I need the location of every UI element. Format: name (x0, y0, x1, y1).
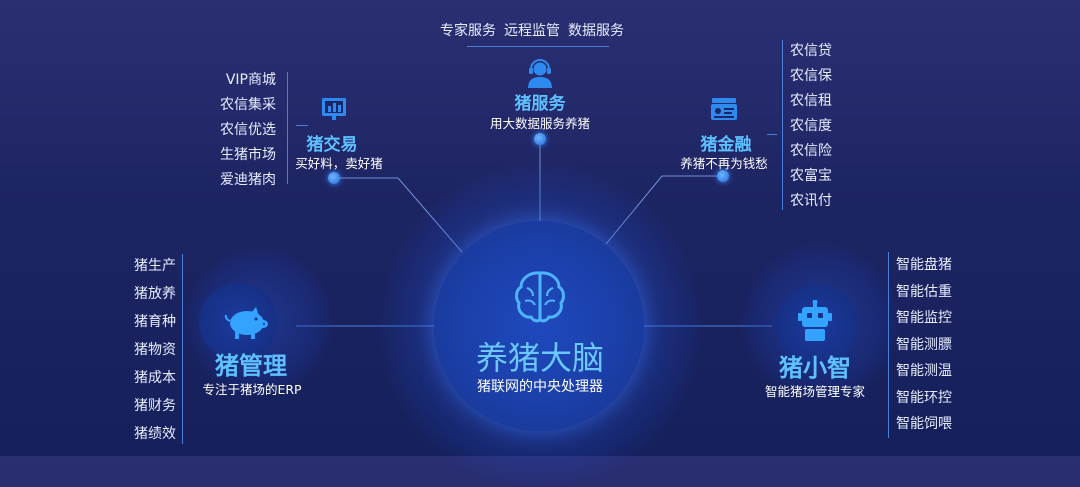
headset-user-icon (528, 59, 552, 88)
id-card-icon (711, 98, 737, 120)
manage-subtitle: 专注于猪场的ERP (202, 382, 302, 397)
finance-item: 农信贷 (790, 43, 832, 59)
manage-item: 猪放养 (134, 286, 176, 302)
smart-list: 智能盘猪 智能估重 智能监控 智能测膘 智能测温 智能环控 智能饲喂 (896, 252, 976, 438)
finance-item: 农讯付 (790, 193, 832, 209)
smart-subtitle: 智能猪场管理专家 (764, 384, 865, 399)
manage-item: 猪物资 (134, 342, 176, 358)
smart-item: 智能饲喂 (896, 416, 952, 432)
top-underline (467, 46, 609, 47)
finance-subtitle: 养猪不再为钱愁 (680, 156, 768, 171)
smart-title: 猪小智 (779, 354, 851, 382)
manage-title: 猪管理 (215, 352, 287, 380)
brain-ring (434, 221, 644, 431)
top-service-item: 专家服务 (440, 23, 496, 39)
trade-title: 猪交易 (306, 135, 358, 155)
service-subtitle: 用大数据服务养猪 (489, 116, 590, 131)
finance-node-dot (717, 170, 729, 182)
smart-item: 智能盘猪 (896, 257, 952, 273)
smart-item: 智能估重 (896, 283, 952, 300)
robot-icon (798, 300, 832, 341)
finance-title-tick (767, 134, 777, 135)
finance-list: 农信贷 农信保 农信租 农信度 农信险 农富宝 农讯付 (790, 39, 850, 214)
manage-list-divider (182, 254, 183, 444)
chart-board-icon (322, 98, 346, 120)
brain-icon (515, 271, 565, 323)
trade-item: 农信集采 (220, 97, 276, 113)
manage-item: 猪育种 (134, 314, 176, 330)
trade-item: VIP商城 (225, 72, 276, 88)
pig-icon (224, 307, 268, 339)
smart-item: 智能环控 (896, 389, 952, 406)
trade-item: 爱迪猪肉 (220, 172, 276, 188)
brain-title: 养猪大脑 (475, 339, 604, 377)
manage-list: 猪生产 猪放养 猪育种 猪物资 猪成本 猪财务 猪绩效 (118, 252, 176, 448)
top-service-item: 远程监管 (504, 23, 560, 39)
service-title: 猪服务 (514, 94, 566, 114)
manage-item: 猪成本 (134, 370, 176, 386)
trade-item: 生猪市场 (220, 147, 276, 163)
trade-item: 农信优选 (220, 122, 276, 138)
smart-item: 智能测膘 (896, 336, 952, 353)
manage-item: 猪绩效 (134, 426, 176, 442)
finance-title: 猪金融 (700, 135, 752, 155)
smart-item: 智能监控 (896, 310, 952, 326)
trade-list-divider (287, 72, 288, 184)
manage-item: 猪生产 (134, 258, 176, 274)
top-service-item: 数据服务 (568, 23, 624, 39)
brain-subtitle: 猪联网的中央处理器 (477, 379, 603, 395)
connector-lines (296, 138, 772, 327)
service-node-dot (534, 133, 546, 145)
smart-item: 智能测温 (896, 363, 952, 379)
finance-list-divider (782, 40, 783, 210)
trade-title-tick (296, 125, 308, 126)
finance-item: 农信度 (790, 118, 832, 134)
manage-item: 猪财务 (134, 398, 176, 414)
finance-item: 农信保 (790, 68, 832, 84)
finance-item: 农信险 (790, 143, 832, 159)
trade-list: VIP商城 农信集采 农信优选 生猪市场 爱迪猪肉 (200, 68, 276, 193)
trade-node-dot (328, 172, 340, 184)
finance-item: 农富宝 (790, 168, 832, 184)
smart-list-divider (888, 252, 889, 438)
top-services-row: 专家服务 远程监管 数据服务 (437, 20, 627, 42)
finance-item: 农信租 (790, 93, 832, 109)
trade-subtitle: 买好料，卖好猪 (295, 156, 383, 171)
